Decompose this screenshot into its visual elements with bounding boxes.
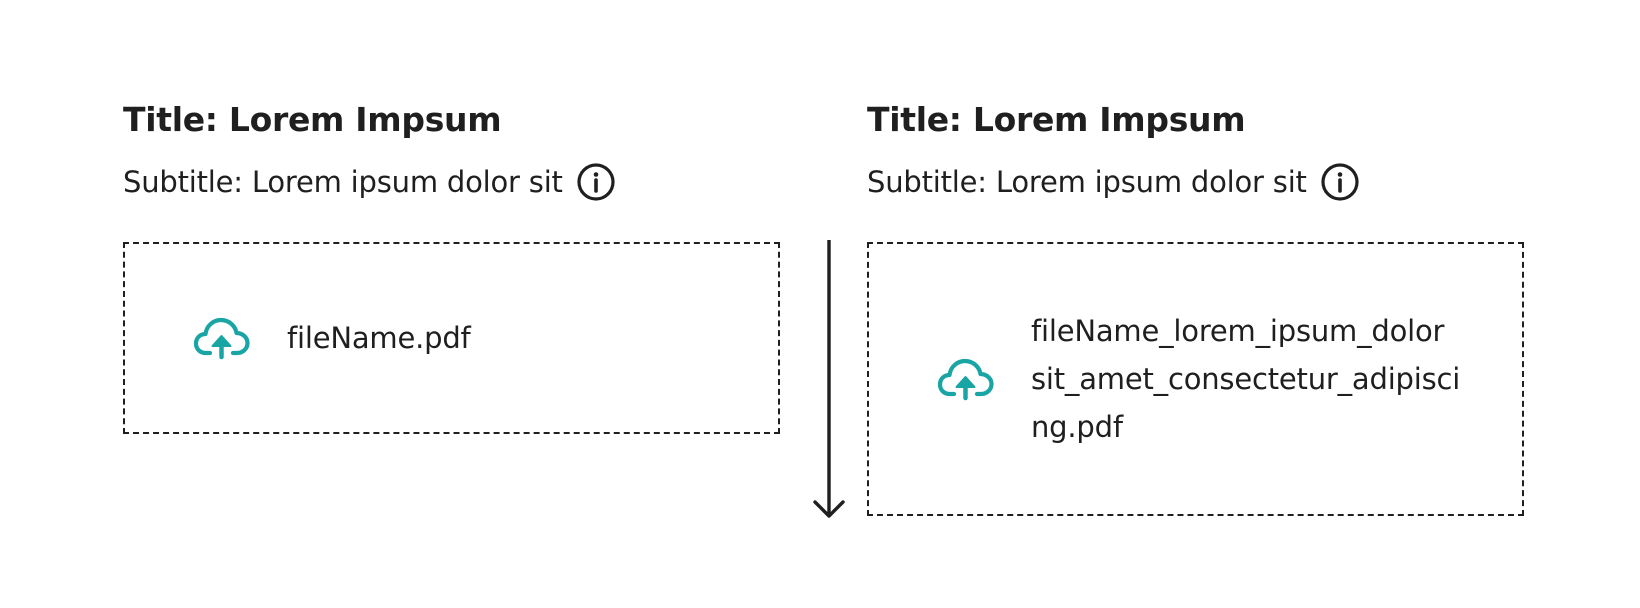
panel-title: Title: Lorem Impsum	[867, 100, 1246, 139]
file-name: fileName_lorem_ipsum_dolor sit_amet_cons…	[1031, 314, 1461, 444]
file-dropzone[interactable]: fileName.pdf	[123, 242, 780, 434]
cloud-upload-icon[interactable]	[193, 316, 251, 360]
subtitle-row: Subtitle: Lorem ipsum dolor sit	[867, 162, 1360, 202]
file-dropzone[interactable]: fileName_lorem_ipsum_dolor sit_amet_cons…	[867, 242, 1524, 516]
info-icon[interactable]	[576, 162, 616, 202]
panel-title: Title: Lorem Impsum	[123, 100, 502, 139]
upload-panel-long-filename: Title: Lorem Impsum Subtitle: Lorem ipsu…	[867, 96, 1527, 516]
file-name: fileName.pdf	[287, 321, 471, 355]
arrow-down-icon	[813, 240, 845, 518]
panel-subtitle: Subtitle: Lorem ipsum dolor sit	[123, 165, 563, 199]
info-icon[interactable]	[1320, 162, 1360, 202]
subtitle-row: Subtitle: Lorem ipsum dolor sit	[123, 162, 616, 202]
panel-subtitle: Subtitle: Lorem ipsum dolor sit	[867, 165, 1307, 199]
upload-panel-short-filename: Title: Lorem Impsum Subtitle: Lorem ipsu…	[123, 96, 783, 434]
cloud-upload-icon[interactable]	[937, 357, 995, 401]
